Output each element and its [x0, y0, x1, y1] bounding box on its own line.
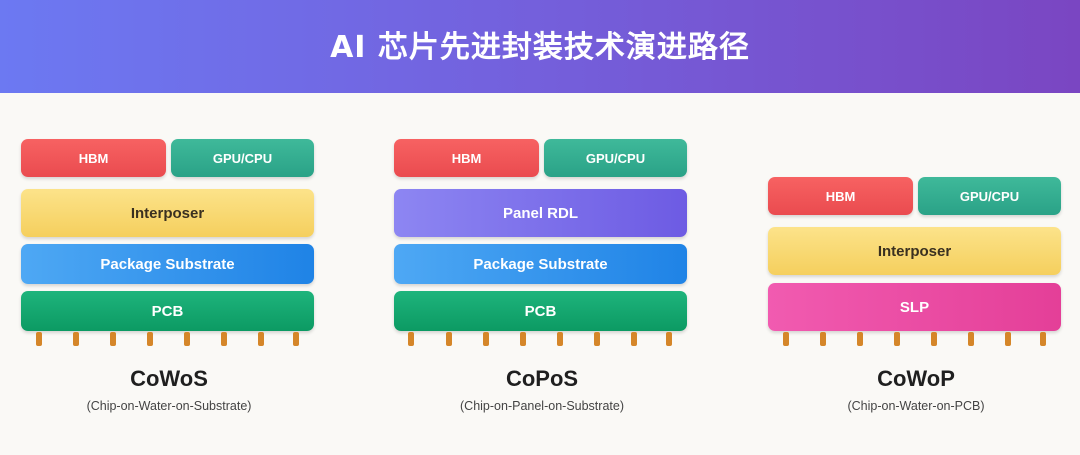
package-copos: HBM GPU/CPU Panel RDL Package Substrate …	[394, 93, 690, 455]
package-cowos: HBM GPU/CPU Interposer Package Substrate…	[21, 93, 317, 455]
pcb-pins	[394, 332, 690, 348]
pin	[446, 332, 452, 346]
interposer-layer: Interposer	[21, 189, 314, 237]
pin	[1040, 332, 1046, 346]
pin	[293, 332, 299, 346]
pin	[557, 332, 563, 346]
pin	[36, 332, 42, 346]
package-full-name: (Chip-on-Panel-on-Substrate)	[460, 399, 624, 413]
panel-rdl-layer: Panel RDL	[394, 189, 687, 237]
hbm-block: HBM	[394, 139, 539, 177]
package-substrate-layer: Package Substrate	[394, 244, 687, 284]
pcb-pins	[21, 332, 317, 348]
slp-layer: SLP	[768, 283, 1061, 331]
pin	[631, 332, 637, 346]
package-substrate-layer: Package Substrate	[21, 244, 314, 284]
pin	[783, 332, 789, 346]
pin	[820, 332, 826, 346]
package-name: CoWoS	[130, 366, 208, 391]
pin	[258, 332, 264, 346]
pin	[184, 332, 190, 346]
hbm-block: HBM	[768, 177, 913, 215]
header-banner: AI 芯片先进封装技术演进路径	[0, 0, 1080, 93]
package-name: CoPoS	[505, 366, 579, 391]
pcb-layer: PCB	[394, 291, 687, 331]
pin	[483, 332, 489, 346]
package-full-name: (Chip-on-Water-on-Substrate)	[86, 399, 252, 413]
pin	[221, 332, 227, 346]
pin	[73, 332, 79, 346]
pin	[110, 332, 116, 346]
pin	[1005, 332, 1011, 346]
pin	[894, 332, 900, 346]
slp-pins	[768, 332, 1064, 348]
gpu-cpu-block: GPU/CPU	[918, 177, 1061, 215]
package-cowop: HBM GPU/CPU Interposer SLP CoWoP (Chip-o…	[768, 93, 1064, 455]
pin	[931, 332, 937, 346]
gpu-cpu-block: GPU/CPU	[544, 139, 687, 177]
gpu-cpu-block: GPU/CPU	[171, 139, 314, 177]
package-full-name: (Chip-on-Water-on-PCB)	[847, 399, 985, 413]
page-title: AI 芯片先进封装技术演进路径	[330, 29, 750, 65]
pin	[408, 332, 414, 346]
diagram-area: HBM GPU/CPU Interposer Package Substrate…	[0, 93, 1080, 455]
pin	[666, 332, 672, 346]
pin	[968, 332, 974, 346]
pcb-layer: PCB	[21, 291, 314, 331]
pin	[520, 332, 526, 346]
pin	[857, 332, 863, 346]
pin	[147, 332, 153, 346]
package-name: CoWoP	[877, 366, 955, 391]
interposer-layer: Interposer	[768, 227, 1061, 275]
pin	[594, 332, 600, 346]
hbm-block: HBM	[21, 139, 166, 177]
